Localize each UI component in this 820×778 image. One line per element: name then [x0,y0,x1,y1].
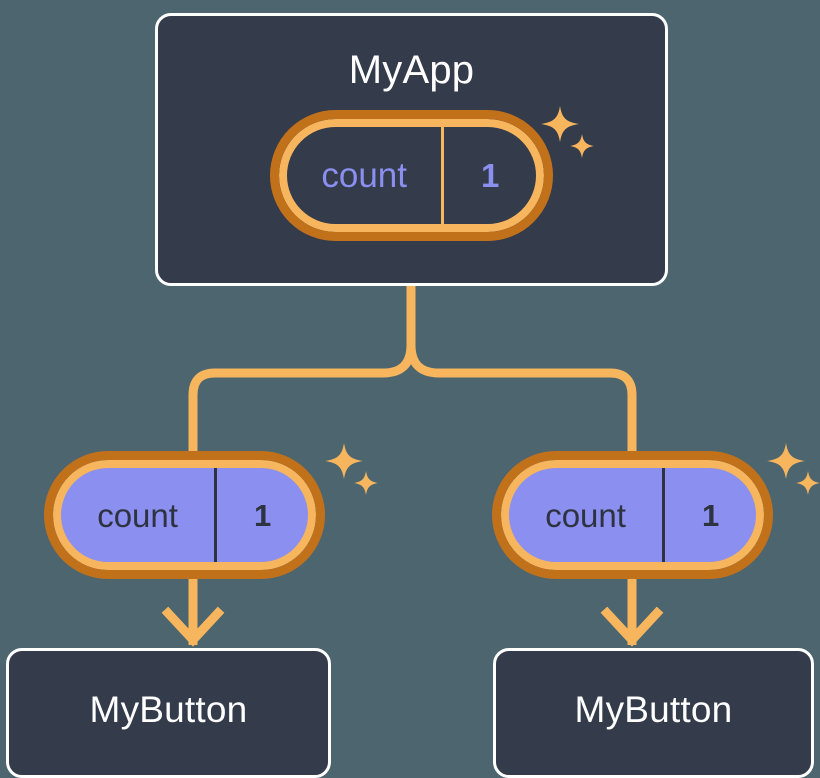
signal-label-child-left: count [97,496,178,534]
connector-arrow-right-head [600,606,664,647]
component-name-mybutton-right: MyButton [574,689,733,730]
signal-label-root: count [321,156,407,195]
connector-branch-right [406,344,637,470]
component-name-mybutton-left: MyButton [89,689,248,730]
signal-pill-child-right-inner: count 1 [501,460,764,570]
signal-label-child-right: count [545,496,626,534]
signal-pill-child-left[interactable]: count 1 [44,451,325,579]
component-card-mybutton-right[interactable]: MyButton [493,648,814,778]
component-card-mybutton-left[interactable]: MyButton [6,648,331,778]
component-name-myapp: MyApp [348,48,475,92]
signal-pill-child-left-inner: count 1 [53,460,316,570]
signal-value-root: 1 [441,127,536,224]
signal-value-child-right: 1 [662,468,756,562]
signal-pill-child-right[interactable]: count 1 [492,451,773,579]
connector-arrow-left-head [161,606,225,647]
signal-pill-root[interactable]: count 1 [270,110,553,241]
signal-value-child-left: 1 [214,468,308,562]
signal-pill-root-inner: count 1 [279,119,544,232]
connector-branch-left [188,344,416,470]
